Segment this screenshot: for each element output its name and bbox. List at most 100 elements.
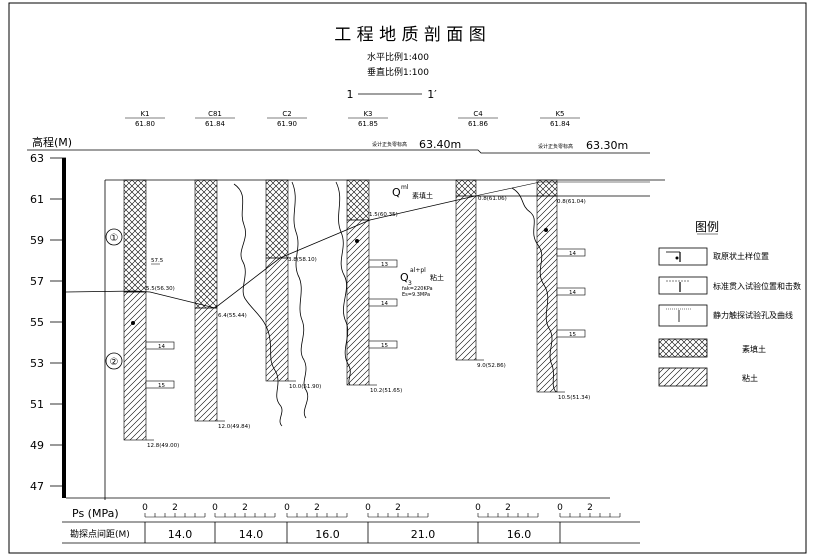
legend-fill-label: 素填土 bbox=[742, 344, 766, 354]
layer-1-label: ① bbox=[110, 233, 119, 244]
borehole-elevation: 61.90 bbox=[277, 120, 297, 128]
horizontal-scale: 水平比例1:400 bbox=[367, 51, 429, 63]
ps-tick-label: 0 bbox=[557, 503, 563, 513]
elevation-axis-bar bbox=[62, 158, 66, 498]
borehole-id: C2 bbox=[282, 110, 291, 118]
spt-box bbox=[145, 380, 175, 389]
spt-value: 14 bbox=[158, 344, 165, 350]
borehole-fill-layer bbox=[346, 179, 370, 221]
borehole-clay-layer bbox=[194, 307, 218, 422]
elevation-tick-label: 55 bbox=[30, 316, 44, 329]
elevation-tick-label: 63 bbox=[30, 152, 44, 165]
elevation-tick-label: 49 bbox=[30, 439, 44, 452]
legend: 图例 取原状土样位置 标准贯入试验位置和击数 静力触探试验孔及曲线 素填土 粘土 bbox=[658, 220, 801, 387]
spt-value: 14 bbox=[569, 251, 576, 257]
borehole-headers: K1 61.80 C81 61.84 C2 61.90 K3 61.85 C4 61.86 K5 61… bbox=[125, 110, 580, 128]
fill-symbol-sup: ml bbox=[401, 184, 409, 191]
fill-symbol: Q bbox=[392, 186, 401, 199]
ps-tick-label: 0 bbox=[365, 503, 371, 513]
legend-fill-symbol bbox=[658, 338, 708, 358]
spt-box bbox=[368, 298, 398, 307]
spt-value: 14 bbox=[569, 290, 576, 296]
design-level-value-2: 63.30m bbox=[586, 139, 628, 152]
design-level-line bbox=[27, 149, 650, 154]
legend-spt-label: 标准贯入试验位置和击数 bbox=[713, 281, 801, 291]
legend-sample-label: 取原状土样位置 bbox=[713, 251, 769, 261]
spt-box bbox=[556, 329, 586, 338]
design-level-label-1: 设计正负零标高 bbox=[372, 141, 407, 148]
legend-sample-symbol bbox=[658, 247, 708, 266]
interface-depth-label: 0.8(61.06) bbox=[478, 196, 507, 202]
borehole-elevation: 61.84 bbox=[205, 120, 226, 128]
borehole-id: K5 bbox=[555, 110, 564, 118]
design-level-value-1: 63.40m bbox=[419, 138, 461, 151]
clay-es: Es=9.3MPa bbox=[402, 292, 430, 298]
borehole-fill-layer bbox=[123, 179, 147, 293]
borehole-id: K1 bbox=[140, 110, 149, 118]
legend-cpt-symbol bbox=[658, 304, 708, 327]
drawing-frame bbox=[8, 2, 807, 554]
borehole-id: C81 bbox=[208, 110, 222, 118]
spacing-row-title: 勘探点间距(M) bbox=[70, 528, 130, 540]
borehole-elevation: 61.84 bbox=[550, 120, 571, 128]
elevation-tick-label: 51 bbox=[30, 398, 44, 411]
fill-name: 素填土 bbox=[412, 191, 433, 200]
borehole-bottom-label: 10.5(51.34) bbox=[558, 395, 590, 401]
borehole-elevation: 61.86 bbox=[468, 120, 489, 128]
spt-box bbox=[556, 248, 586, 257]
ps-tick-label: 0 bbox=[284, 503, 290, 513]
fill-top-line bbox=[474, 181, 650, 197]
sample-point bbox=[544, 228, 548, 232]
water-level-label: 57.5 bbox=[151, 258, 164, 264]
vertical-scale: 垂直比例1:100 bbox=[367, 66, 429, 78]
ps-tick-label: 0 bbox=[212, 503, 218, 513]
elevation-tick-label: 57 bbox=[30, 275, 44, 288]
elevation-axis-title: 高程(M) bbox=[32, 135, 72, 149]
borehole-bottom-label: 12.0(49.84) bbox=[218, 424, 250, 430]
cpt-curve-c81 bbox=[233, 183, 283, 427]
spt-value: 15 bbox=[158, 383, 165, 389]
drawing-title: 工 程 地 质 剖 面 图 bbox=[334, 25, 485, 45]
borehole-clay-layer bbox=[455, 195, 477, 361]
elevation-tick-label: 61 bbox=[30, 193, 44, 206]
borehole-fill-layer bbox=[265, 179, 289, 259]
sample-point bbox=[355, 239, 359, 243]
clay-symbol: Q bbox=[400, 271, 409, 284]
ps-row-title: Ps (MPa) bbox=[72, 507, 119, 520]
borehole-elevation: 61.85 bbox=[358, 120, 378, 128]
borehole-bottom-label: 10.0(51.90) bbox=[289, 384, 321, 390]
interface-depth-label: 6.4(55.44) bbox=[218, 313, 247, 319]
spt-box bbox=[145, 341, 175, 350]
section-end-label: 1′ bbox=[427, 88, 437, 101]
legend-title: 图例 bbox=[695, 220, 719, 234]
borehole-bottom-label: 10.2(51.65) bbox=[370, 388, 402, 394]
cpt-curve-c2 bbox=[291, 181, 309, 419]
spt-value: 15 bbox=[381, 343, 388, 349]
spacing-value: 16.0 bbox=[507, 528, 532, 541]
clay-name: 粘土 bbox=[430, 273, 444, 282]
borehole-clay-layer bbox=[265, 257, 289, 382]
spt-value: 14 bbox=[381, 301, 388, 307]
spacing-value: 16.0 bbox=[315, 528, 340, 541]
ps-tick-label: 0 bbox=[475, 503, 481, 513]
interface-depth-label: 0.8(61.04) bbox=[557, 199, 586, 205]
borehole-fill-layer bbox=[194, 179, 218, 309]
interface-depth-label: 3.8(58.10) bbox=[288, 257, 317, 263]
spacing-value: 14.0 bbox=[239, 528, 264, 541]
borehole-id: K3 bbox=[363, 110, 372, 118]
ps-tick-label: 0 bbox=[142, 503, 148, 513]
borehole-id: C4 bbox=[473, 110, 483, 118]
ps-tick-label: 2 bbox=[587, 503, 593, 513]
clay-symbol-sub: 3 bbox=[408, 280, 412, 287]
spt-box bbox=[368, 340, 398, 349]
ps-tick-label: 2 bbox=[172, 503, 178, 513]
clay-symbol-sup: al+pl bbox=[410, 267, 426, 274]
spacing-value: 21.0 bbox=[411, 528, 436, 541]
cpt-curve-k5 bbox=[511, 187, 557, 393]
spt-box bbox=[556, 287, 586, 296]
cpt-curve-k3 bbox=[335, 181, 351, 386]
borehole-elevation: 61.80 bbox=[135, 120, 155, 128]
